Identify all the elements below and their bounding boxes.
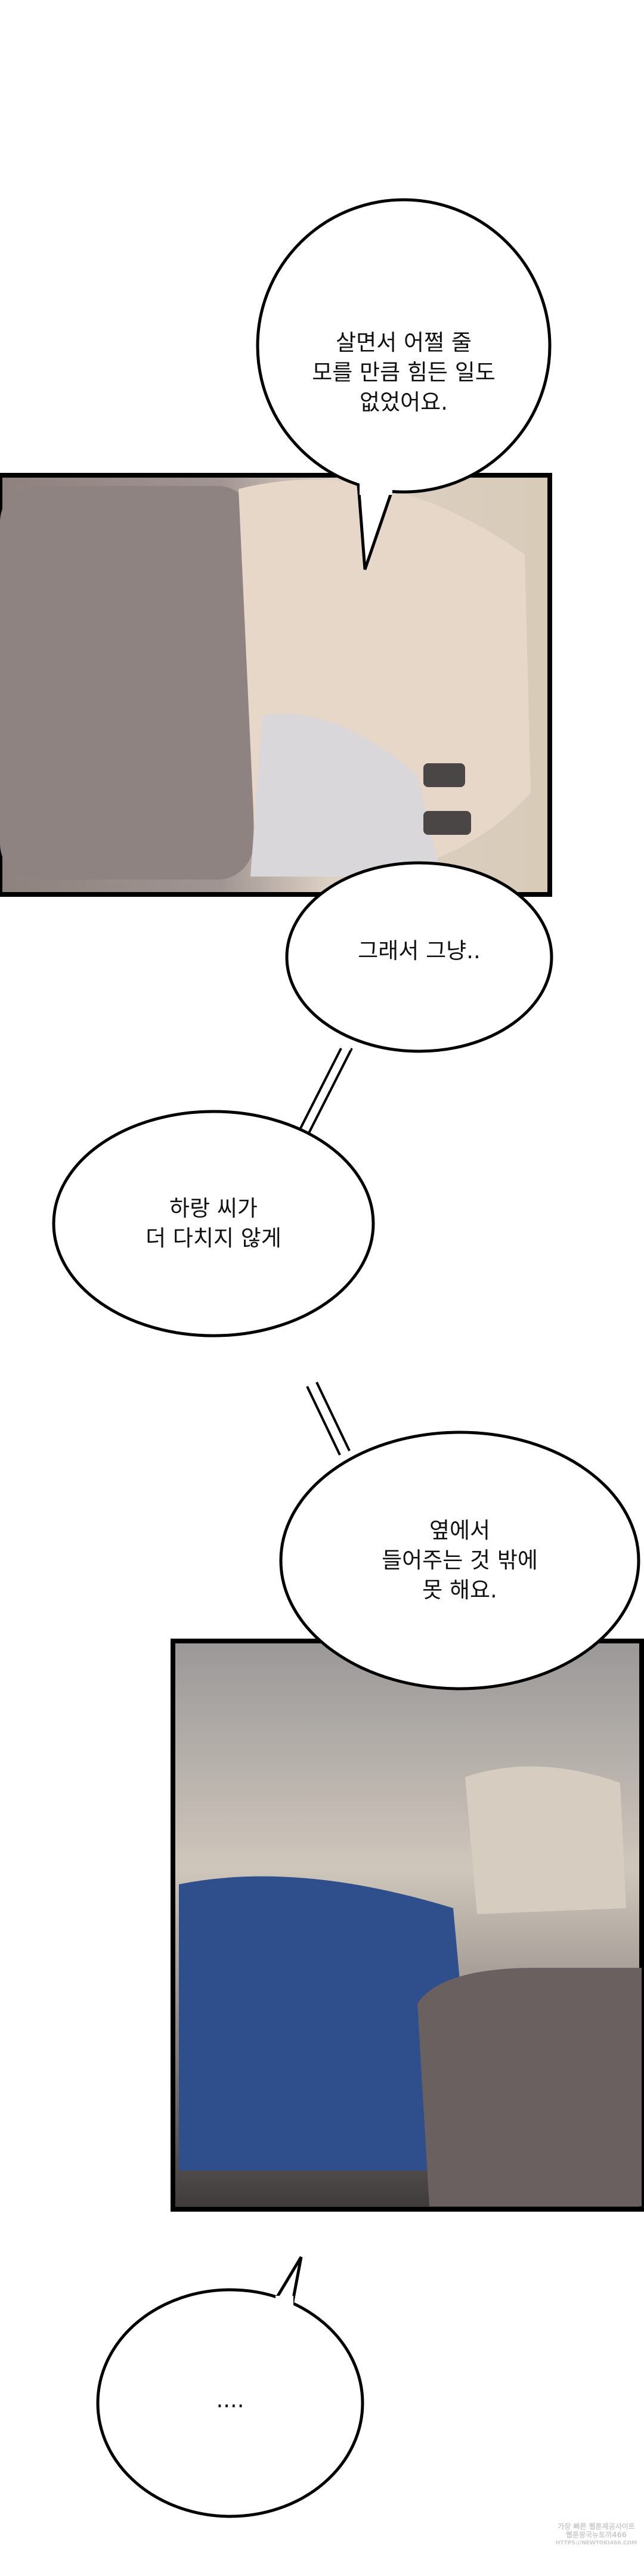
bubble-3-text: 하랑 씨가 더 다치지 않게: [145, 1196, 281, 1251]
blue-blanket: [179, 1876, 477, 2171]
bubble-2-text: 그래서 그냥..: [358, 938, 481, 964]
bubble-connector: [306, 1382, 351, 1456]
speech-bubble-4: [279, 1431, 640, 1690]
watermark-line-2: 웹툰왕국뉴토끼466: [565, 2531, 627, 2539]
bubble-connector: [297, 1048, 353, 1134]
watermark-line-1: 가장 빠른 웹툰제공사이트: [558, 2522, 635, 2531]
watermark-line-3: HTTPS://NEWTOKI466.COM: [555, 2540, 637, 2546]
seat-headrest: [0, 486, 253, 880]
bubble-1-text: 살면서 어쩔 줄 모를 만큼 힘든 일도 없었어요.: [312, 330, 496, 415]
bubble-4-text: 옆에서 들어주는 것 밖에 못 해요.: [382, 1518, 538, 1603]
bubble-5-text: ....: [216, 2387, 244, 2413]
panel-car-interior: [171, 1639, 644, 2212]
speech-bubble-1: [256, 198, 552, 570]
watermark: 가장 빠른 웹툰제공사이트 웹툰왕국뉴토끼466 HTTPS://NEWTOKI…: [555, 2522, 638, 2547]
speech-bubble-2: [285, 861, 553, 1053]
seat: [417, 1968, 642, 2206]
boy-shirt: [250, 714, 441, 877]
speech-bubble-5: [96, 2256, 364, 2518]
panel-car-boy: [0, 473, 552, 897]
